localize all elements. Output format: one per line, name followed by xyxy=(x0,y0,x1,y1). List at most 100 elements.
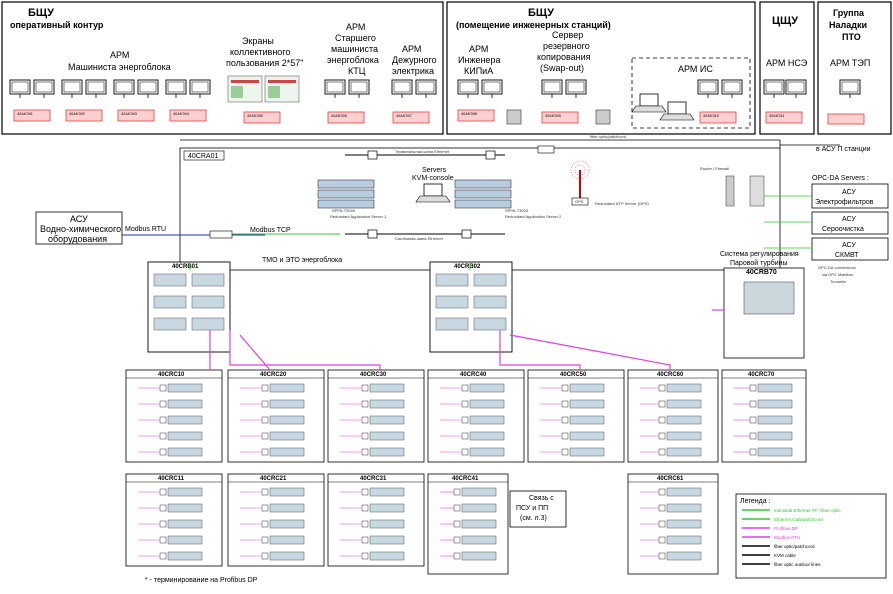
io-head xyxy=(261,552,269,560)
fiber-label: fiber optic/patchcord xyxy=(590,134,626,139)
io-head xyxy=(658,504,666,512)
io-head xyxy=(261,520,269,528)
pc-unit: 40АКЭ06 xyxy=(327,111,365,124)
pc-label: 40АКЭ08 xyxy=(461,112,477,116)
io-head xyxy=(159,552,167,560)
server-2 xyxy=(454,179,512,209)
monitor-icon xyxy=(9,79,31,98)
laptop-1 xyxy=(631,93,667,113)
legend-item-label: Profibus DP xyxy=(774,526,798,531)
asu-skmv-1: АСУ xyxy=(842,242,856,249)
cabinet-label: 40CRC70 xyxy=(748,372,775,378)
io-head xyxy=(461,400,469,408)
io-head xyxy=(361,552,369,560)
cabinet-label: 40CRC21 xyxy=(260,476,287,482)
cabinet-crb01: 40CRB01 xyxy=(147,261,231,353)
opc-note-1: OPC-DA connections xyxy=(818,265,856,270)
monitor-icon xyxy=(481,79,503,98)
collective-screens xyxy=(227,75,300,103)
io-head xyxy=(159,536,167,544)
server-label-3: копирования xyxy=(537,52,591,62)
pto-title-2: Наладки xyxy=(829,20,867,30)
monitor-icon xyxy=(189,79,211,98)
collective-screen-1-bar xyxy=(231,80,259,83)
io-module xyxy=(666,503,702,513)
cabinet-label: 40CRC20 xyxy=(260,372,287,378)
cabinet-crc21: 40CRC21 xyxy=(227,473,325,567)
asu-water-1: АСУ xyxy=(70,214,88,224)
pto-title-3: ПТО xyxy=(842,32,861,42)
cabinet-crb02: 40CRB02 xyxy=(429,261,513,353)
io-module xyxy=(461,519,497,529)
arm-kipia-label-3: КИПиА xyxy=(464,66,493,76)
monitor-icon xyxy=(785,79,807,98)
io-head xyxy=(159,416,167,424)
asu-skmv-box xyxy=(811,237,889,261)
turbine-controller xyxy=(743,281,795,315)
monitor-icon xyxy=(721,79,743,98)
io-module xyxy=(167,447,203,457)
screens-label-1: Экраны xyxy=(242,36,274,46)
io-head xyxy=(159,384,167,392)
io-module xyxy=(269,383,305,393)
io-module xyxy=(269,399,305,409)
legend-item-label: fiber optic/patchcord xyxy=(774,544,815,549)
asu-water-3: оборудования xyxy=(48,234,107,244)
io-head xyxy=(658,416,666,424)
io-head xyxy=(749,400,757,408)
io-head xyxy=(361,504,369,512)
system-bus-switch-1 xyxy=(367,229,378,239)
gps-label: GPS xyxy=(575,199,584,204)
monitor-icon xyxy=(324,79,346,98)
io-head xyxy=(261,400,269,408)
footnote: * - терминирование на Profibus DP xyxy=(145,577,258,584)
arm-duty-label-2: Дежурного xyxy=(392,55,437,65)
io-module xyxy=(666,535,702,545)
io-head xyxy=(461,416,469,424)
io-module xyxy=(461,487,497,497)
fiber-switch xyxy=(537,145,555,154)
io-module xyxy=(369,447,405,457)
cshu-title: ЦЩУ xyxy=(772,15,798,27)
controller-module xyxy=(435,295,469,309)
io-head xyxy=(749,384,757,392)
io-module xyxy=(269,551,305,561)
io-module xyxy=(469,399,505,409)
pc-label: 40АКЭ01 xyxy=(17,112,33,116)
arm-kipia-label-1: АРМ xyxy=(469,44,488,54)
cabinet-crc61: 40CRC61 xyxy=(627,473,719,575)
turbine-section-2: Паровой турбины xyxy=(730,259,788,267)
arm-nse-label: АРМ НСЭ xyxy=(766,58,808,68)
io-head xyxy=(361,448,369,456)
io-head xyxy=(361,520,369,528)
io-head xyxy=(561,448,569,456)
io-head xyxy=(261,504,269,512)
arm-senior-label-2: Старшего xyxy=(335,33,376,43)
io-module xyxy=(469,431,505,441)
terminal-bus-switch-2 xyxy=(485,150,496,160)
asu-sulfur-box xyxy=(811,211,889,235)
bshu-eng-subtitle: (помещение инженерных станций) xyxy=(456,20,611,30)
server-2-model: SPPA-T3000 xyxy=(505,208,529,213)
legend-item-label: Ethernet Cat5/patchcord xyxy=(774,517,823,522)
io-module xyxy=(666,447,702,457)
io-module xyxy=(269,519,305,529)
arm-is-label: АРМ ИС xyxy=(678,64,713,74)
io-module xyxy=(757,415,793,425)
cabinet-label: 40CRC50 xyxy=(560,372,587,378)
asu-filters-box xyxy=(811,183,889,209)
cabinet-crc50: 40CRC50 xyxy=(527,369,625,463)
controller-module xyxy=(153,295,187,309)
profibus-trunk xyxy=(499,330,581,370)
io-head xyxy=(561,432,569,440)
io-module xyxy=(666,519,702,529)
firewall-device xyxy=(725,175,765,207)
cabinet-label: 40CRC11 xyxy=(158,476,185,482)
tmo-section-label: ТМО и ЭТО энергоблока xyxy=(262,256,342,264)
swap-device-2 xyxy=(595,109,611,125)
cabinet-crc40: 40CRC40 xyxy=(427,369,525,463)
io-module xyxy=(666,415,702,425)
monitor-icon xyxy=(541,79,563,98)
turbine-section-1: Система регулирования xyxy=(720,251,799,258)
